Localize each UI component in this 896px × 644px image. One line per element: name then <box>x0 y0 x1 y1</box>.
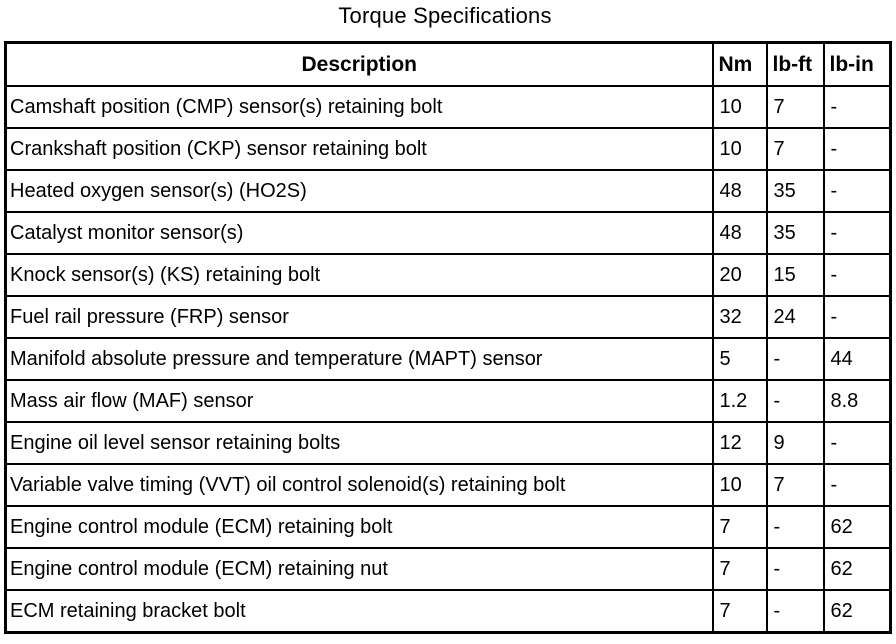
row-value-nm: 10 <box>711 127 768 171</box>
row-value-lb-ft: 24 <box>765 295 825 339</box>
row-value-lb-in: 8.8 <box>822 379 892 423</box>
table-row: Variable valve timing (VVT) oil control … <box>4 463 892 507</box>
table-row: Manifold absolute pressure and temperatu… <box>4 337 892 381</box>
row-value-lb-in: 62 <box>822 505 892 549</box>
row-value-nm: 10 <box>711 85 768 129</box>
row-description: Catalyst monitor sensor(s) <box>4 211 714 255</box>
row-value-lb-in: 44 <box>822 337 892 381</box>
row-value-lb-in: - <box>822 421 892 465</box>
page-title: Torque Specifications <box>338 3 552 28</box>
row-value-nm: 48 <box>711 169 768 213</box>
row-value-lb-ft: 7 <box>765 463 825 507</box>
row-value-lb-ft: - <box>765 379 825 423</box>
column-header-nm: Nm <box>711 41 768 87</box>
row-value-lb-ft: 7 <box>765 127 825 171</box>
row-value-lb-ft: 35 <box>765 211 825 255</box>
row-value-nm: 5 <box>711 337 768 381</box>
row-value-nm: 20 <box>711 253 768 297</box>
row-value-nm: 10 <box>711 463 768 507</box>
row-value-lb-in: - <box>822 127 892 171</box>
row-value-lb-in: - <box>822 169 892 213</box>
row-value-lb-ft: 15 <box>765 253 825 297</box>
row-value-nm: 12 <box>711 421 768 465</box>
column-header-lb-in: lb-in <box>822 41 892 87</box>
row-value-lb-in: - <box>822 85 892 129</box>
row-description: ECM retaining bracket bolt <box>4 589 714 634</box>
table-row: Camshaft position (CMP) sensor(s) retain… <box>4 85 892 129</box>
row-description: Crankshaft position (CKP) sensor retaini… <box>4 127 714 171</box>
row-description: Engine control module (ECM) retaining nu… <box>4 547 714 591</box>
row-value-lb-in: - <box>822 463 892 507</box>
row-value-lb-in: - <box>822 253 892 297</box>
row-value-nm: 7 <box>711 505 768 549</box>
row-description: Manifold absolute pressure and temperatu… <box>4 337 714 381</box>
row-description: Camshaft position (CMP) sensor(s) retain… <box>4 85 714 129</box>
row-value-lb-ft: - <box>765 505 825 549</box>
row-description: Mass air flow (MAF) sensor <box>4 379 714 423</box>
row-value-lb-ft: 35 <box>765 169 825 213</box>
row-value-lb-ft: 9 <box>765 421 825 465</box>
row-description: Engine control module (ECM) retaining bo… <box>4 505 714 549</box>
row-value-lb-ft: - <box>765 337 825 381</box>
row-description: Knock sensor(s) (KS) retaining bolt <box>4 253 714 297</box>
row-value-lb-in: 62 <box>822 589 892 634</box>
column-header-description: Description <box>4 41 714 87</box>
row-description: Engine oil level sensor retaining bolts <box>4 421 714 465</box>
row-value-lb-in: - <box>822 211 892 255</box>
table-row: Engine control module (ECM) retaining bo… <box>4 505 892 549</box>
row-value-nm: 7 <box>711 547 768 591</box>
row-value-nm: 1.2 <box>711 379 768 423</box>
column-header-lb-ft: lb-ft <box>765 41 825 87</box>
row-value-lb-ft: - <box>765 589 825 634</box>
row-description: Heated oxygen sensor(s) (HO2S) <box>4 169 714 213</box>
row-value-nm: 32 <box>711 295 768 339</box>
row-description: Fuel rail pressure (FRP) sensor <box>4 295 714 339</box>
row-value-nm: 7 <box>711 589 768 634</box>
row-value-lb-in: - <box>822 295 892 339</box>
row-value-lb-ft: - <box>765 547 825 591</box>
table-row: Engine control module (ECM) retaining nu… <box>4 547 892 591</box>
row-value-lb-in: 62 <box>822 547 892 591</box>
row-value-nm: 48 <box>711 211 768 255</box>
row-description: Variable valve timing (VVT) oil control … <box>4 463 714 507</box>
table-row: Crankshaft position (CKP) sensor retaini… <box>4 127 892 171</box>
row-value-lb-ft: 7 <box>765 85 825 129</box>
